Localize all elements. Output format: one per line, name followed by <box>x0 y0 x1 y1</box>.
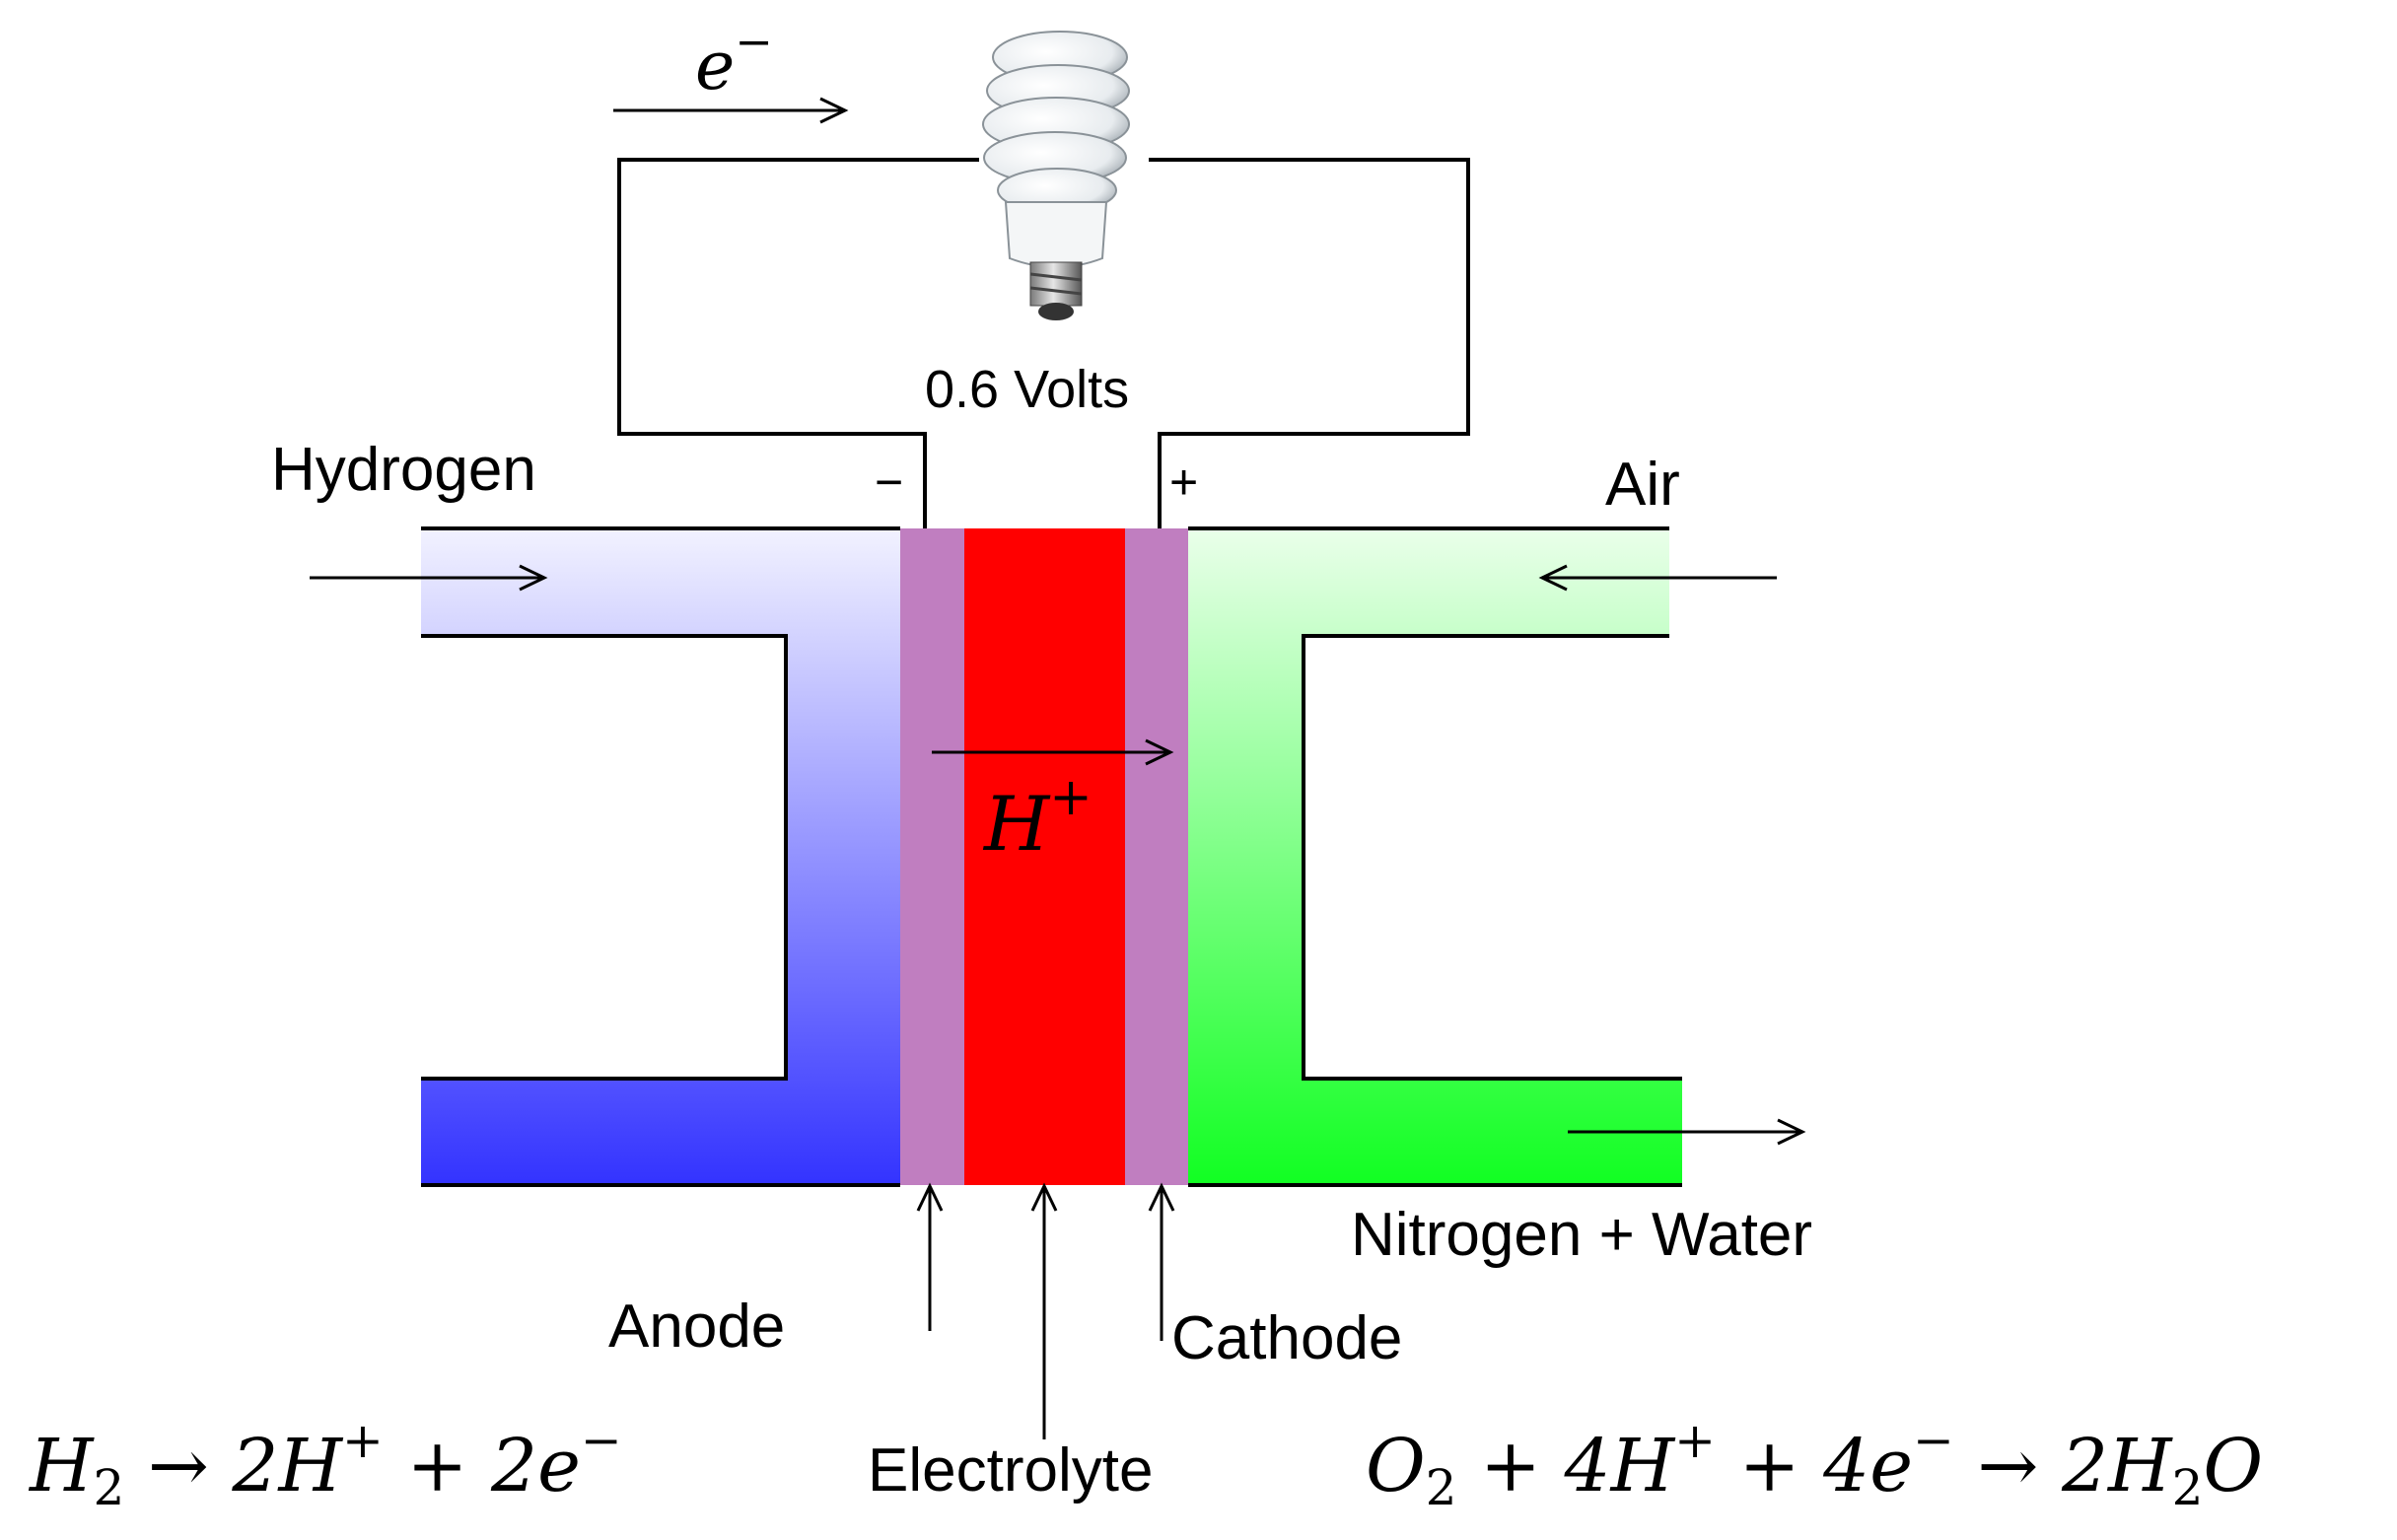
anode-label: Anode <box>608 1293 785 1361</box>
channel-outlines <box>421 526 1682 1187</box>
air-inflow-arrow <box>1538 564 1777 592</box>
proton-label: H+ <box>982 768 1093 868</box>
cathode-pointer-arrow <box>1148 1182 1175 1341</box>
circuit-wire-left <box>617 158 979 528</box>
electron-flow-arrow <box>613 97 849 124</box>
electrolyte-pointer-arrow <box>1030 1182 1058 1439</box>
positive-terminal-sign: + <box>1169 455 1198 510</box>
electron-label: e− <box>695 15 773 105</box>
air-label: Air <box>1605 451 1680 519</box>
hydrogen-label: Hydrogen <box>271 436 536 504</box>
negative-terminal-sign: − <box>875 455 903 510</box>
exhaust-outflow-arrow <box>1568 1118 1806 1146</box>
voltage-label: 0.6 Volts <box>925 360 1129 419</box>
cfl-light-bulb-icon <box>982 31 1130 320</box>
electrolyte-layer <box>964 528 1125 1185</box>
anode-gas-channel <box>421 528 900 1185</box>
proton-flow-arrow <box>932 738 1174 766</box>
exhaust-label: Nitrogen + Water <box>1351 1201 1812 1269</box>
cathode-label: Cathode <box>1171 1304 1402 1372</box>
cathode-gas-channel <box>1188 528 1682 1185</box>
electrolyte-label: Electrolyte <box>868 1436 1153 1505</box>
anode-pointer-arrow <box>916 1182 944 1331</box>
cathode-reaction: O2 + 4H+ + 4e− → 2H2O <box>1366 1412 2263 1516</box>
hydrogen-inflow-arrow <box>310 564 548 592</box>
cathode-electrode <box>1125 528 1188 1185</box>
anode-reaction: H2 → 2H+ + 2e− <box>28 1412 622 1516</box>
anode-electrode <box>900 528 964 1185</box>
circuit-wire-right <box>1149 158 1470 528</box>
